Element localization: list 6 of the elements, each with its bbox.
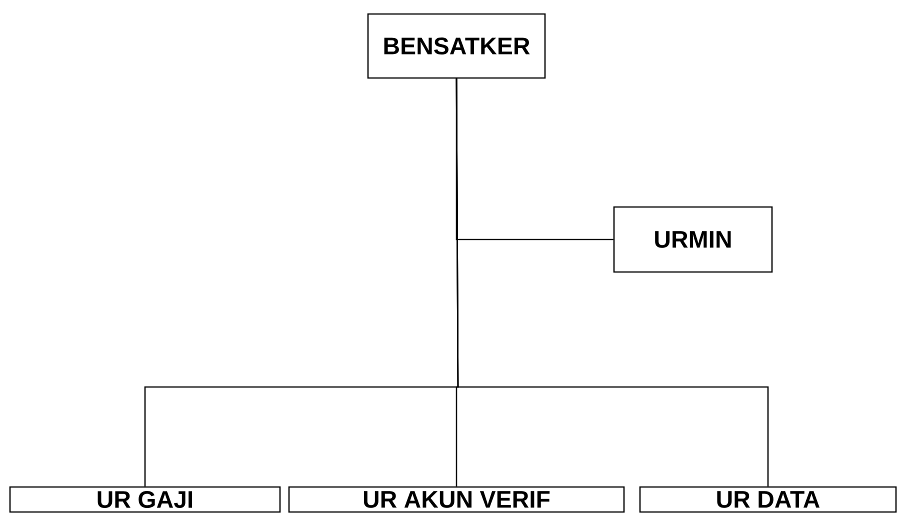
org-box: UR AKUN VERIF <box>288 486 625 513</box>
org-box: UR GAJI <box>9 486 281 513</box>
org-box: URMIN <box>613 206 773 273</box>
org-box: BENSATKER <box>367 13 546 79</box>
org-box: UR DATA <box>639 486 897 513</box>
connector-line <box>456 78 769 486</box>
